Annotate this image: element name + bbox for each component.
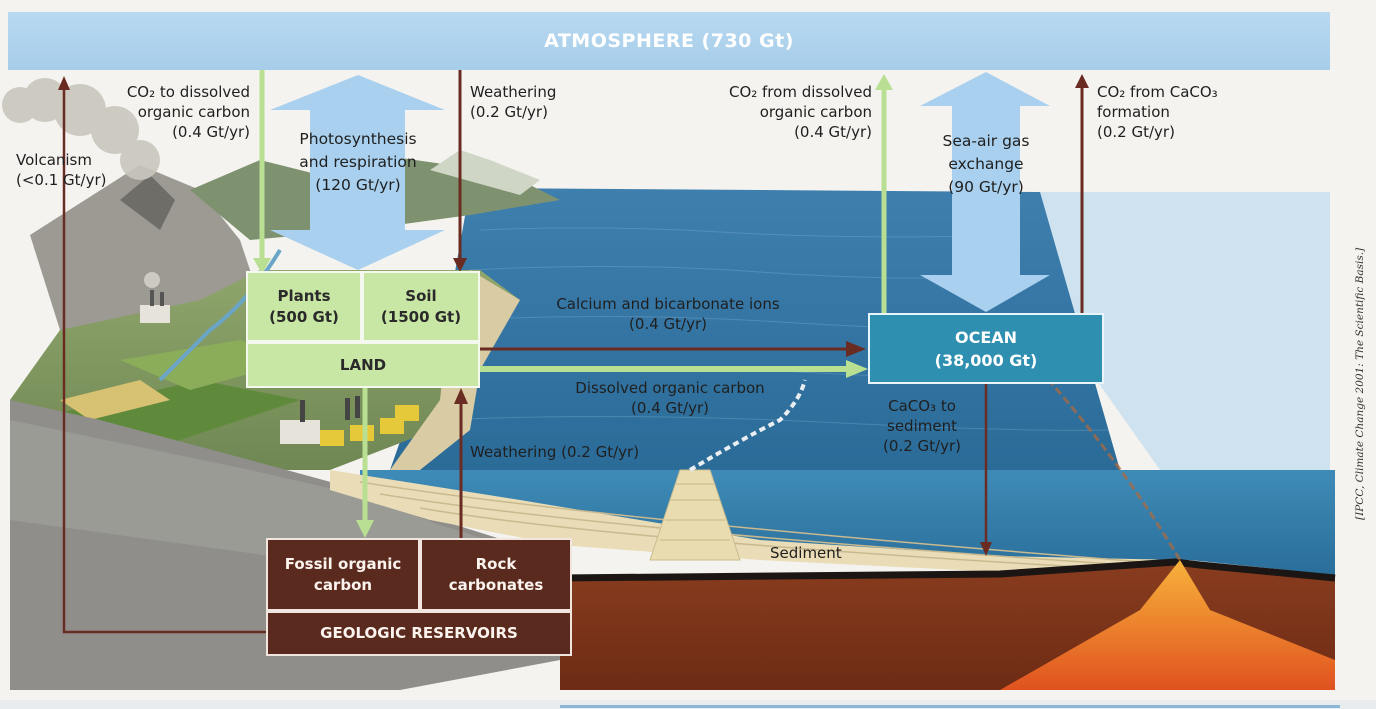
deep-water-backdrop bbox=[1040, 192, 1330, 470]
co2-from-caco3-label: CO₂ from CaCO₃ formation (0.2 Gt/yr) bbox=[1097, 83, 1218, 141]
fossil-label-line2: carbon bbox=[313, 575, 373, 594]
sea-air-label: Sea-air gas exchange (90 Gt/yr) bbox=[942, 132, 1030, 196]
sediment-label: Sediment bbox=[770, 544, 842, 562]
reef-mound bbox=[649, 379, 807, 561]
volcanism-arrow bbox=[58, 76, 268, 634]
soil-label: Soil bbox=[405, 286, 437, 305]
co2-from-caco3-arrow bbox=[1075, 74, 1089, 313]
co2-from-doc-arrow bbox=[875, 74, 893, 313]
volcano-left bbox=[30, 165, 260, 330]
deep-ocean bbox=[360, 470, 1335, 575]
rock-label-line2: carbonates bbox=[448, 575, 544, 594]
geologic-label: GEOLOGIC RESERVOIRS bbox=[320, 624, 518, 642]
weathering-top-label: Weathering (0.2 Gt/yr) bbox=[470, 83, 557, 121]
photosynthesis-arrow bbox=[270, 75, 445, 270]
volcanism-label: Volcanism (<0.1 Gt/yr) bbox=[16, 151, 107, 189]
co2-from-doc-label: CO₂ from dissolved organic carbon (0.4 G… bbox=[728, 83, 872, 141]
rock-carbonates-reservoir: Rock carbonates bbox=[420, 538, 572, 611]
plants-label: Plants bbox=[277, 286, 331, 305]
ocean-label: OCEAN bbox=[954, 327, 1018, 347]
weathering-bottom-label: Weathering (0.2 Gt/yr) bbox=[470, 443, 640, 461]
magma-plume bbox=[1000, 560, 1335, 690]
calcium-label: Calcium and bicarbonate ions (0.4 Gt/yr) bbox=[556, 295, 780, 333]
ocean-reservoir: OCEAN (38,000 Gt) bbox=[868, 313, 1104, 384]
weathering-top-arrow bbox=[453, 70, 467, 272]
crust-surface bbox=[559, 558, 1336, 582]
fossil-carbon-reservoir: Fossil organic carbon bbox=[266, 538, 420, 611]
volcano-plume bbox=[2, 78, 160, 180]
co2-to-doc-arrow bbox=[253, 70, 271, 274]
doc-arrow bbox=[478, 360, 868, 378]
ocean-surface bbox=[390, 188, 1120, 470]
plants-reservoir: Plants (500 Gt) bbox=[246, 271, 362, 342]
factory-right bbox=[280, 396, 419, 446]
source-credit: [IPCC, Climate Change 2001: The Scientif… bbox=[1354, 247, 1366, 520]
rock-label-line1: Rock bbox=[475, 554, 517, 573]
weathering-bottom-arrow bbox=[454, 388, 468, 540]
caco3-sediment-arrow bbox=[980, 384, 992, 556]
soil-reservoir: Soil (1500 Gt) bbox=[362, 271, 480, 342]
factory-left bbox=[140, 272, 170, 323]
land-reservoir: LAND bbox=[246, 342, 480, 388]
photosynthesis-label: Photosynthesis and respiration (120 Gt/y… bbox=[299, 130, 417, 194]
atmosphere-reservoir: ATMOSPHERE (730 Gt) bbox=[8, 12, 1330, 70]
ocean-amount: (38,000 Gt) bbox=[934, 350, 1038, 370]
doc-label: Dissolved organic carbon (0.4 Gt/yr) bbox=[575, 379, 765, 417]
calcium-arrow bbox=[478, 341, 866, 357]
plants-amount: (500 Gt) bbox=[269, 307, 339, 326]
fossil-label-line1: Fossil organic bbox=[284, 554, 402, 573]
geologic-reservoirs: GEOLOGIC RESERVOIRS bbox=[266, 611, 572, 656]
land-label: LAND bbox=[339, 355, 387, 374]
lava-vent bbox=[1038, 369, 1182, 561]
atmosphere-title: ATMOSPHERE (730 Gt) bbox=[544, 30, 794, 52]
caco3-sediment-label: CaCO₃ to sediment (0.2 Gt/yr) bbox=[883, 397, 961, 455]
sea-air-arrow bbox=[920, 72, 1050, 312]
co2-to-doc-label: CO₂ to dissolved organic carbon (0.4 Gt/… bbox=[126, 83, 250, 141]
to-fossil-arrow bbox=[356, 388, 374, 538]
soil-amount: (1500 Gt) bbox=[380, 307, 462, 326]
